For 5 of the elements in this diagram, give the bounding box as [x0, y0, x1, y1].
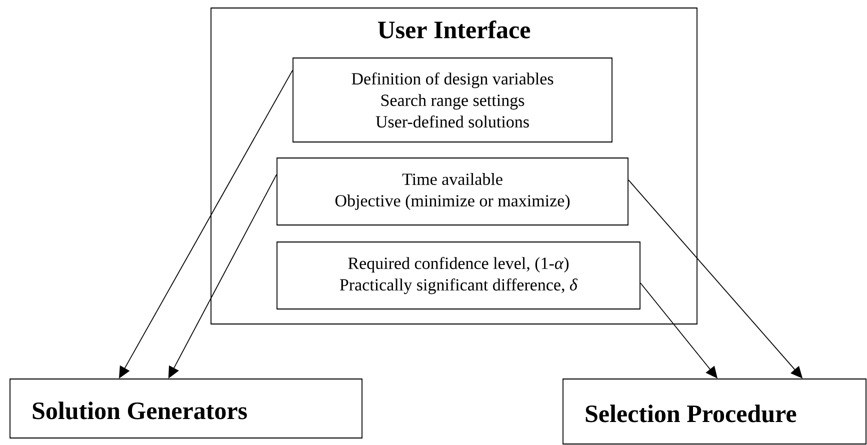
input-box: Required confidence level, (1-α) Practically significant difference, δ [276, 242, 640, 310]
module-box: Solution Generators [10, 378, 362, 438]
input-box: Time available Objective (minimize or maximize) [276, 158, 628, 226]
input-box: Definition of design variables Search range settings User-defined solutions [292, 58, 612, 142]
module-box: Selection Procedure [562, 378, 866, 444]
